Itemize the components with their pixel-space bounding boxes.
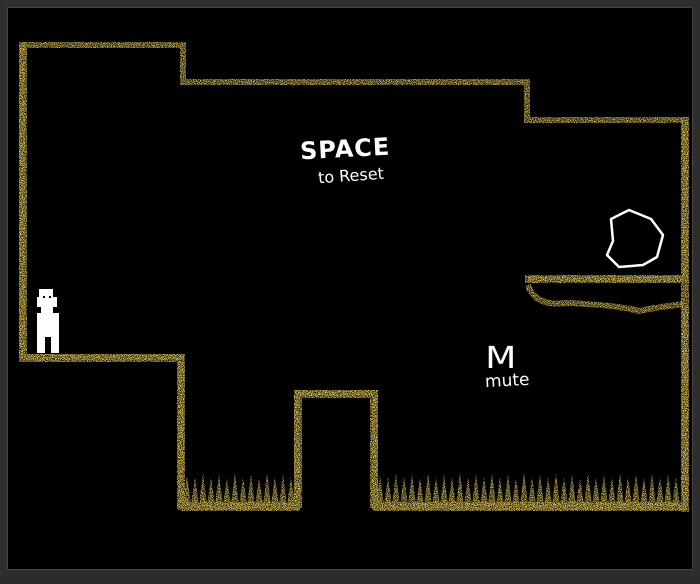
terrain-edges-thick bbox=[19, 42, 689, 512]
mute-key-label: M bbox=[485, 341, 518, 376]
spike-hazard-right bbox=[376, 473, 680, 505]
level-map bbox=[19, 42, 689, 512]
goal-rock-icon[interactable] bbox=[605, 208, 665, 269]
mute-action-label: mute bbox=[484, 369, 530, 393]
right-ledge-underside bbox=[525, 283, 686, 315]
player-eye-icon bbox=[43, 296, 45, 298]
reset-key-label: SPACE bbox=[299, 132, 391, 166]
player-figure[interactable] bbox=[37, 289, 59, 353]
spike-hazard-left bbox=[183, 473, 295, 505]
